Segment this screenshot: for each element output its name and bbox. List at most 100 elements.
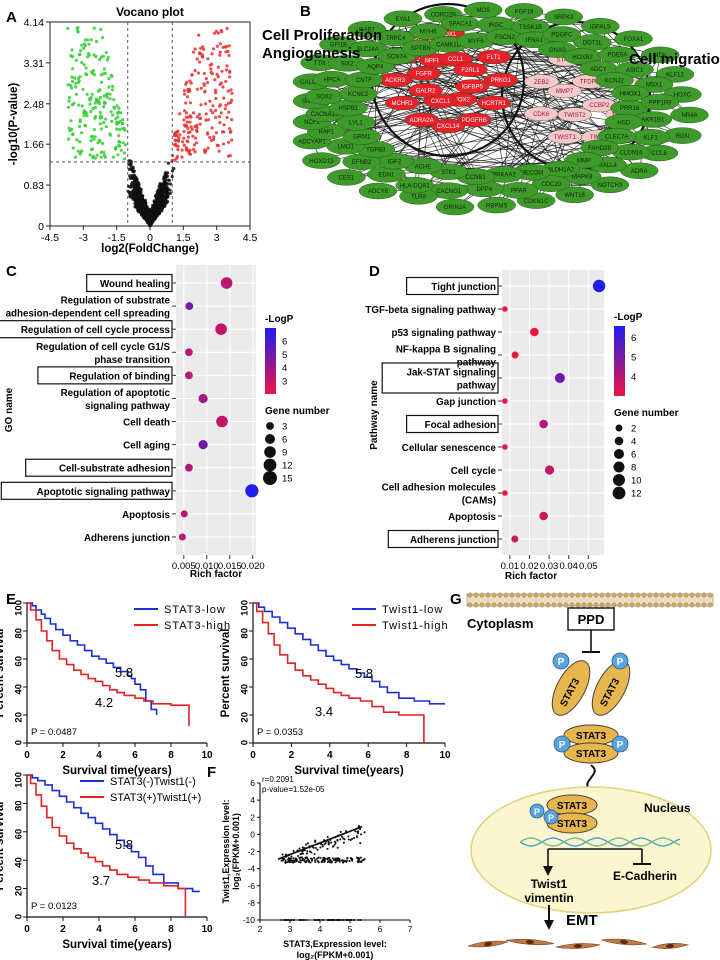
volcano-x-tick-label: -3 xyxy=(79,232,88,244)
lipid-head xyxy=(701,602,707,608)
volcano-point-up xyxy=(208,135,212,140)
volcano-point-up xyxy=(174,144,178,148)
volcano-point-up xyxy=(204,102,208,106)
corr-point xyxy=(347,835,350,838)
pathway-x-label: Rich factor xyxy=(505,571,557,582)
node-label: FGF18 xyxy=(515,10,534,16)
size-legend-title: Gene number xyxy=(265,406,330,417)
size-legend-dot xyxy=(614,436,624,446)
node-label: GRIN2A xyxy=(444,205,466,211)
node-label: TWIST2 xyxy=(564,113,587,119)
volcano-point-up xyxy=(212,31,217,35)
target-vimentin: vimentin xyxy=(524,891,573,905)
volcano-point xyxy=(160,182,164,186)
volcano-point xyxy=(133,180,137,184)
volcano-point xyxy=(150,206,154,210)
lipid-head xyxy=(623,602,629,608)
lipid-head xyxy=(629,592,635,598)
node-label: IGF2 xyxy=(388,159,402,165)
volcano-point-up xyxy=(188,101,192,105)
size-legend-dot xyxy=(264,446,276,458)
volcano-point-down xyxy=(115,104,119,108)
node-label: MECOM xyxy=(520,170,543,176)
node-label: SPACA1 xyxy=(449,22,473,28)
size-legend-label: 15 xyxy=(282,474,293,485)
km-y-tick-label: 0 xyxy=(240,740,251,745)
volcano-point-up xyxy=(222,142,226,146)
volcano-point-down xyxy=(91,69,96,73)
bubble xyxy=(185,371,193,380)
volcano-point-up xyxy=(206,146,210,150)
volcano-point-up xyxy=(227,44,231,48)
bubble xyxy=(502,306,508,312)
node-label: SPTBN xyxy=(411,46,431,52)
corr-point xyxy=(344,860,348,863)
corr-point xyxy=(323,856,326,859)
lipid-head xyxy=(641,592,647,598)
color-legend-tick: 3 xyxy=(282,376,287,387)
panel-letter-e: E xyxy=(6,591,16,608)
bubble xyxy=(502,444,508,450)
activation-arrowhead xyxy=(543,866,553,876)
node-label: EDN1 xyxy=(378,173,395,179)
volcano-x-tick-label: -4.5 xyxy=(41,232,59,244)
volcano-point-down xyxy=(67,95,72,100)
volcano-point-down xyxy=(69,54,73,58)
volcano-point-up xyxy=(181,140,185,144)
corr-y-label: Twist1,Expression level: xyxy=(221,800,231,904)
emt-arrowhead xyxy=(544,920,554,930)
color-legend-tick: 6 xyxy=(282,337,287,348)
node-label: GNAS xyxy=(549,48,566,54)
corr-point xyxy=(363,858,366,861)
size-legend-label: 6 xyxy=(282,435,287,446)
km-y-label: Percent survival xyxy=(0,802,6,891)
corr-x-tick-label: 5 xyxy=(348,924,353,934)
volcano-point-down xyxy=(114,117,118,121)
node-label: SRPK3 xyxy=(554,15,574,21)
corr-point xyxy=(314,840,317,843)
corr-point xyxy=(306,842,310,845)
km-x-tick-label: 10 xyxy=(439,750,451,761)
size-legend-dot xyxy=(613,474,625,486)
corr-point xyxy=(321,858,325,861)
corr-point xyxy=(284,859,287,862)
lipid-head xyxy=(683,592,689,598)
volcano-point-up xyxy=(193,150,197,154)
network-node: ZEB2 xyxy=(524,74,559,89)
volcano-point-down xyxy=(85,114,89,118)
corr-point xyxy=(305,918,308,922)
km-y-tick-label: 40 xyxy=(240,684,251,695)
group-label-proliferation: Cell Proliferation Angiogenesis xyxy=(262,27,386,62)
corr-point xyxy=(314,860,317,864)
node-shape xyxy=(595,72,634,89)
lipid-head xyxy=(497,592,503,598)
volcano-point-up xyxy=(206,132,210,136)
volcano-point-down xyxy=(99,114,103,118)
node-shape xyxy=(347,21,387,38)
node-label: HMOX1 xyxy=(620,91,642,97)
network-node: F2RL1 xyxy=(453,62,488,77)
volcano-point-down xyxy=(121,141,125,145)
volcano-point-down xyxy=(84,66,88,70)
lipid-head xyxy=(503,602,509,608)
color-legend-bar xyxy=(614,326,625,396)
corr-point xyxy=(359,856,362,859)
panel-letter-g: G xyxy=(450,591,462,608)
node-shape xyxy=(408,83,443,98)
network-node: IGFBP5 xyxy=(455,79,490,94)
volcano-point-up xyxy=(206,57,210,61)
km-y-tick-label: 80 xyxy=(240,628,251,639)
node-label: SHOX2 xyxy=(450,98,471,104)
node-label: DOT1L xyxy=(583,41,603,47)
volcano-point-down xyxy=(84,72,88,76)
node-label: RAB7 xyxy=(359,27,375,33)
volcano-point-down xyxy=(112,106,116,110)
km-median-low: 5.8 xyxy=(115,837,133,852)
corr-point xyxy=(324,857,327,861)
corr-point xyxy=(338,857,341,861)
volcano-point-down xyxy=(83,38,87,42)
lipid-head xyxy=(551,592,557,598)
